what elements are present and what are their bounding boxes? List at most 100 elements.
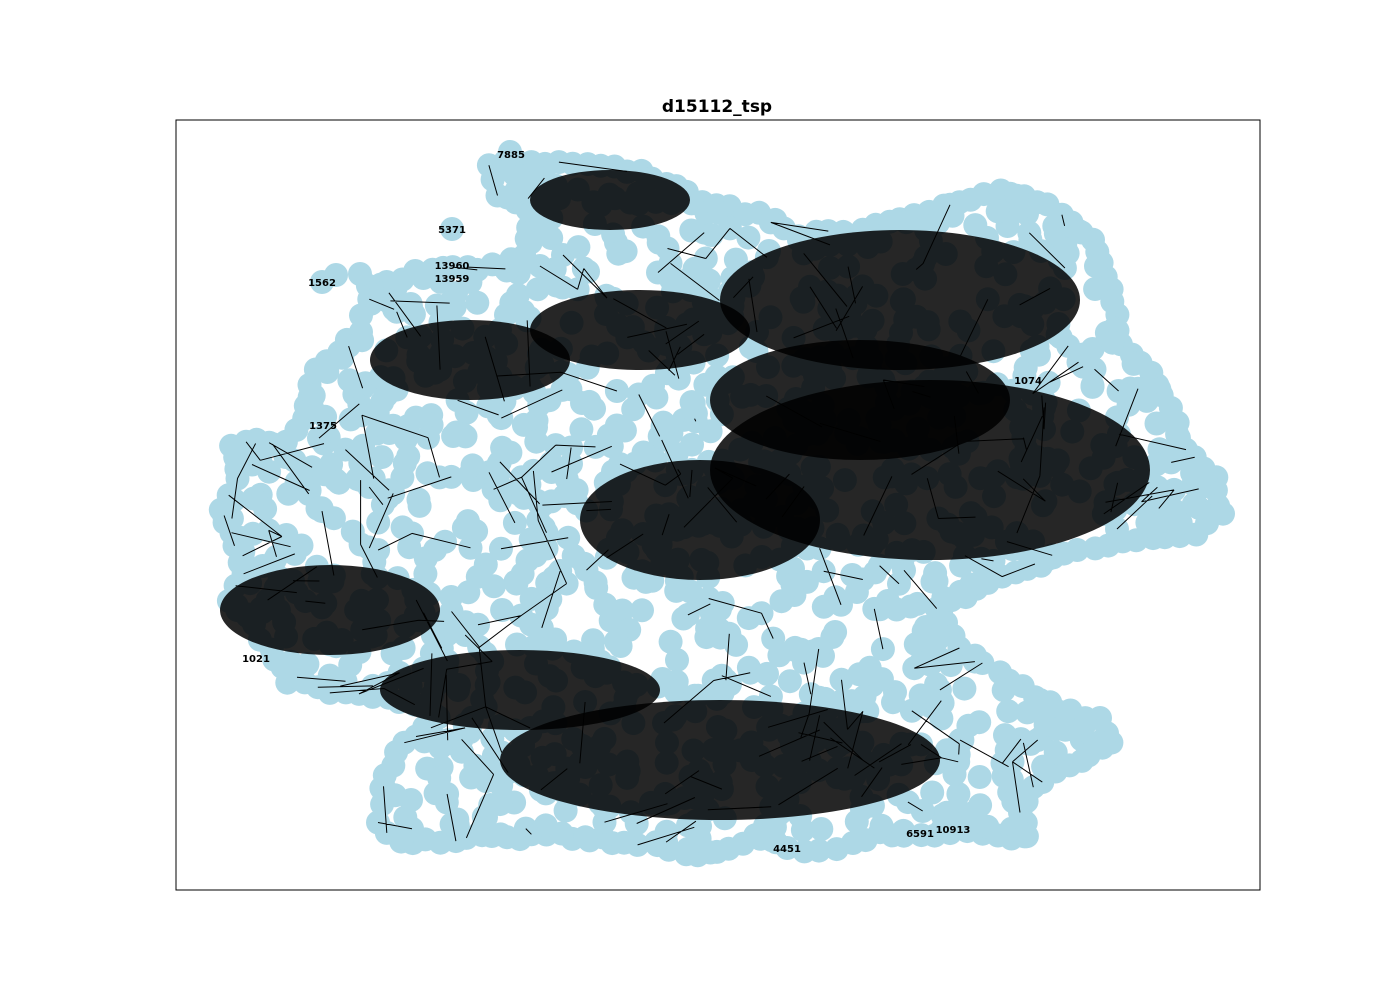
graph-node [538, 587, 563, 612]
graph-node [279, 539, 304, 563]
dense-edge-region [720, 230, 1080, 370]
graph-node [621, 397, 646, 422]
graph-node [494, 302, 518, 327]
graph-node [924, 569, 949, 594]
node-label: 7885 [497, 150, 525, 161]
graph-node [780, 572, 805, 597]
dense-edge-region [530, 170, 690, 230]
graph-node [736, 225, 761, 250]
node-label: 13959 [435, 274, 470, 285]
graph-node [1018, 731, 1043, 756]
graph-node [946, 782, 971, 806]
graph-node [985, 199, 1010, 224]
graph-node [315, 360, 340, 384]
graph-node [459, 765, 484, 790]
node-label: 4451 [773, 844, 801, 855]
graph-node [991, 678, 1016, 703]
graph-node [350, 328, 375, 353]
graph-node [918, 630, 943, 654]
graph-node [338, 653, 363, 677]
graph-node [1001, 789, 1026, 814]
graph-node [963, 213, 988, 238]
dense-edge-region [220, 565, 440, 655]
graph-edges [220, 161, 1199, 846]
graph-node [533, 813, 558, 838]
graph-node [967, 710, 992, 735]
graph-node [390, 515, 415, 540]
node-label: 1562 [308, 278, 336, 289]
graph-node [369, 445, 394, 470]
graph-node [518, 230, 543, 255]
graph-node [1083, 277, 1108, 301]
graph-node [525, 277, 550, 302]
graph-node [1158, 480, 1183, 505]
dense-edge-region [580, 460, 820, 580]
dense-edge-region [380, 650, 660, 730]
graph-node [488, 822, 513, 847]
graph-node [999, 767, 1024, 792]
graph-node [216, 507, 241, 532]
graph-node [486, 452, 511, 476]
graph-node [942, 762, 967, 787]
graph-node [612, 418, 637, 443]
graph-node [1144, 411, 1169, 436]
graph-node [403, 405, 428, 430]
graph-node [909, 823, 934, 848]
graph-node [313, 404, 338, 429]
graph-node [844, 580, 869, 604]
graph-node [1084, 254, 1108, 279]
graph-node [374, 383, 399, 408]
graph-node [1012, 824, 1037, 849]
graph-node [276, 481, 301, 506]
graph-node [1083, 536, 1108, 561]
graph-node [519, 586, 544, 611]
chart-title: d15112_tsp [662, 97, 772, 117]
graph-node [675, 836, 700, 861]
graph-node [1121, 351, 1146, 376]
graph-node [583, 570, 608, 595]
graph-node [488, 792, 513, 817]
graph-node [658, 267, 683, 292]
graph-node [699, 223, 724, 247]
graph-node [445, 813, 470, 838]
graph-node [1041, 545, 1066, 570]
dense-edge-region [530, 290, 750, 370]
graph-node [566, 235, 591, 260]
graph-node [604, 629, 628, 654]
graph-node [967, 765, 992, 789]
graph-node [1073, 711, 1098, 736]
graph-node [453, 610, 478, 635]
graph-node [755, 661, 779, 686]
graph-node [458, 270, 483, 295]
graph-node [809, 817, 834, 841]
graph-node [665, 648, 689, 673]
graph-node [606, 241, 631, 266]
node-label: 1375 [309, 421, 337, 432]
graph-node [929, 706, 954, 731]
dense-edge-region [370, 320, 570, 400]
graph-node-labels: 7885537113960156213751021109134451107465… [242, 150, 1042, 855]
graph-node [511, 412, 536, 437]
graph-node [593, 592, 618, 617]
graph-node [869, 813, 894, 838]
graph-node [543, 627, 568, 652]
graph-node [743, 823, 768, 848]
graph-node [881, 690, 905, 715]
graph-node [569, 417, 594, 442]
graph-node [498, 140, 522, 164]
graph-node [695, 616, 720, 641]
graph-node [762, 815, 787, 840]
graph-node [654, 819, 679, 844]
graph-node [680, 432, 704, 457]
node-label: 10913 [936, 825, 971, 836]
graph-node [961, 647, 986, 672]
graph-node [894, 210, 919, 235]
graph-node [440, 217, 464, 241]
graph-node [240, 521, 265, 546]
graph-node [920, 780, 945, 805]
node-label: 13960 [435, 261, 470, 272]
graph-node [948, 579, 973, 604]
graph-node [1181, 492, 1206, 517]
graph-node [736, 655, 761, 680]
